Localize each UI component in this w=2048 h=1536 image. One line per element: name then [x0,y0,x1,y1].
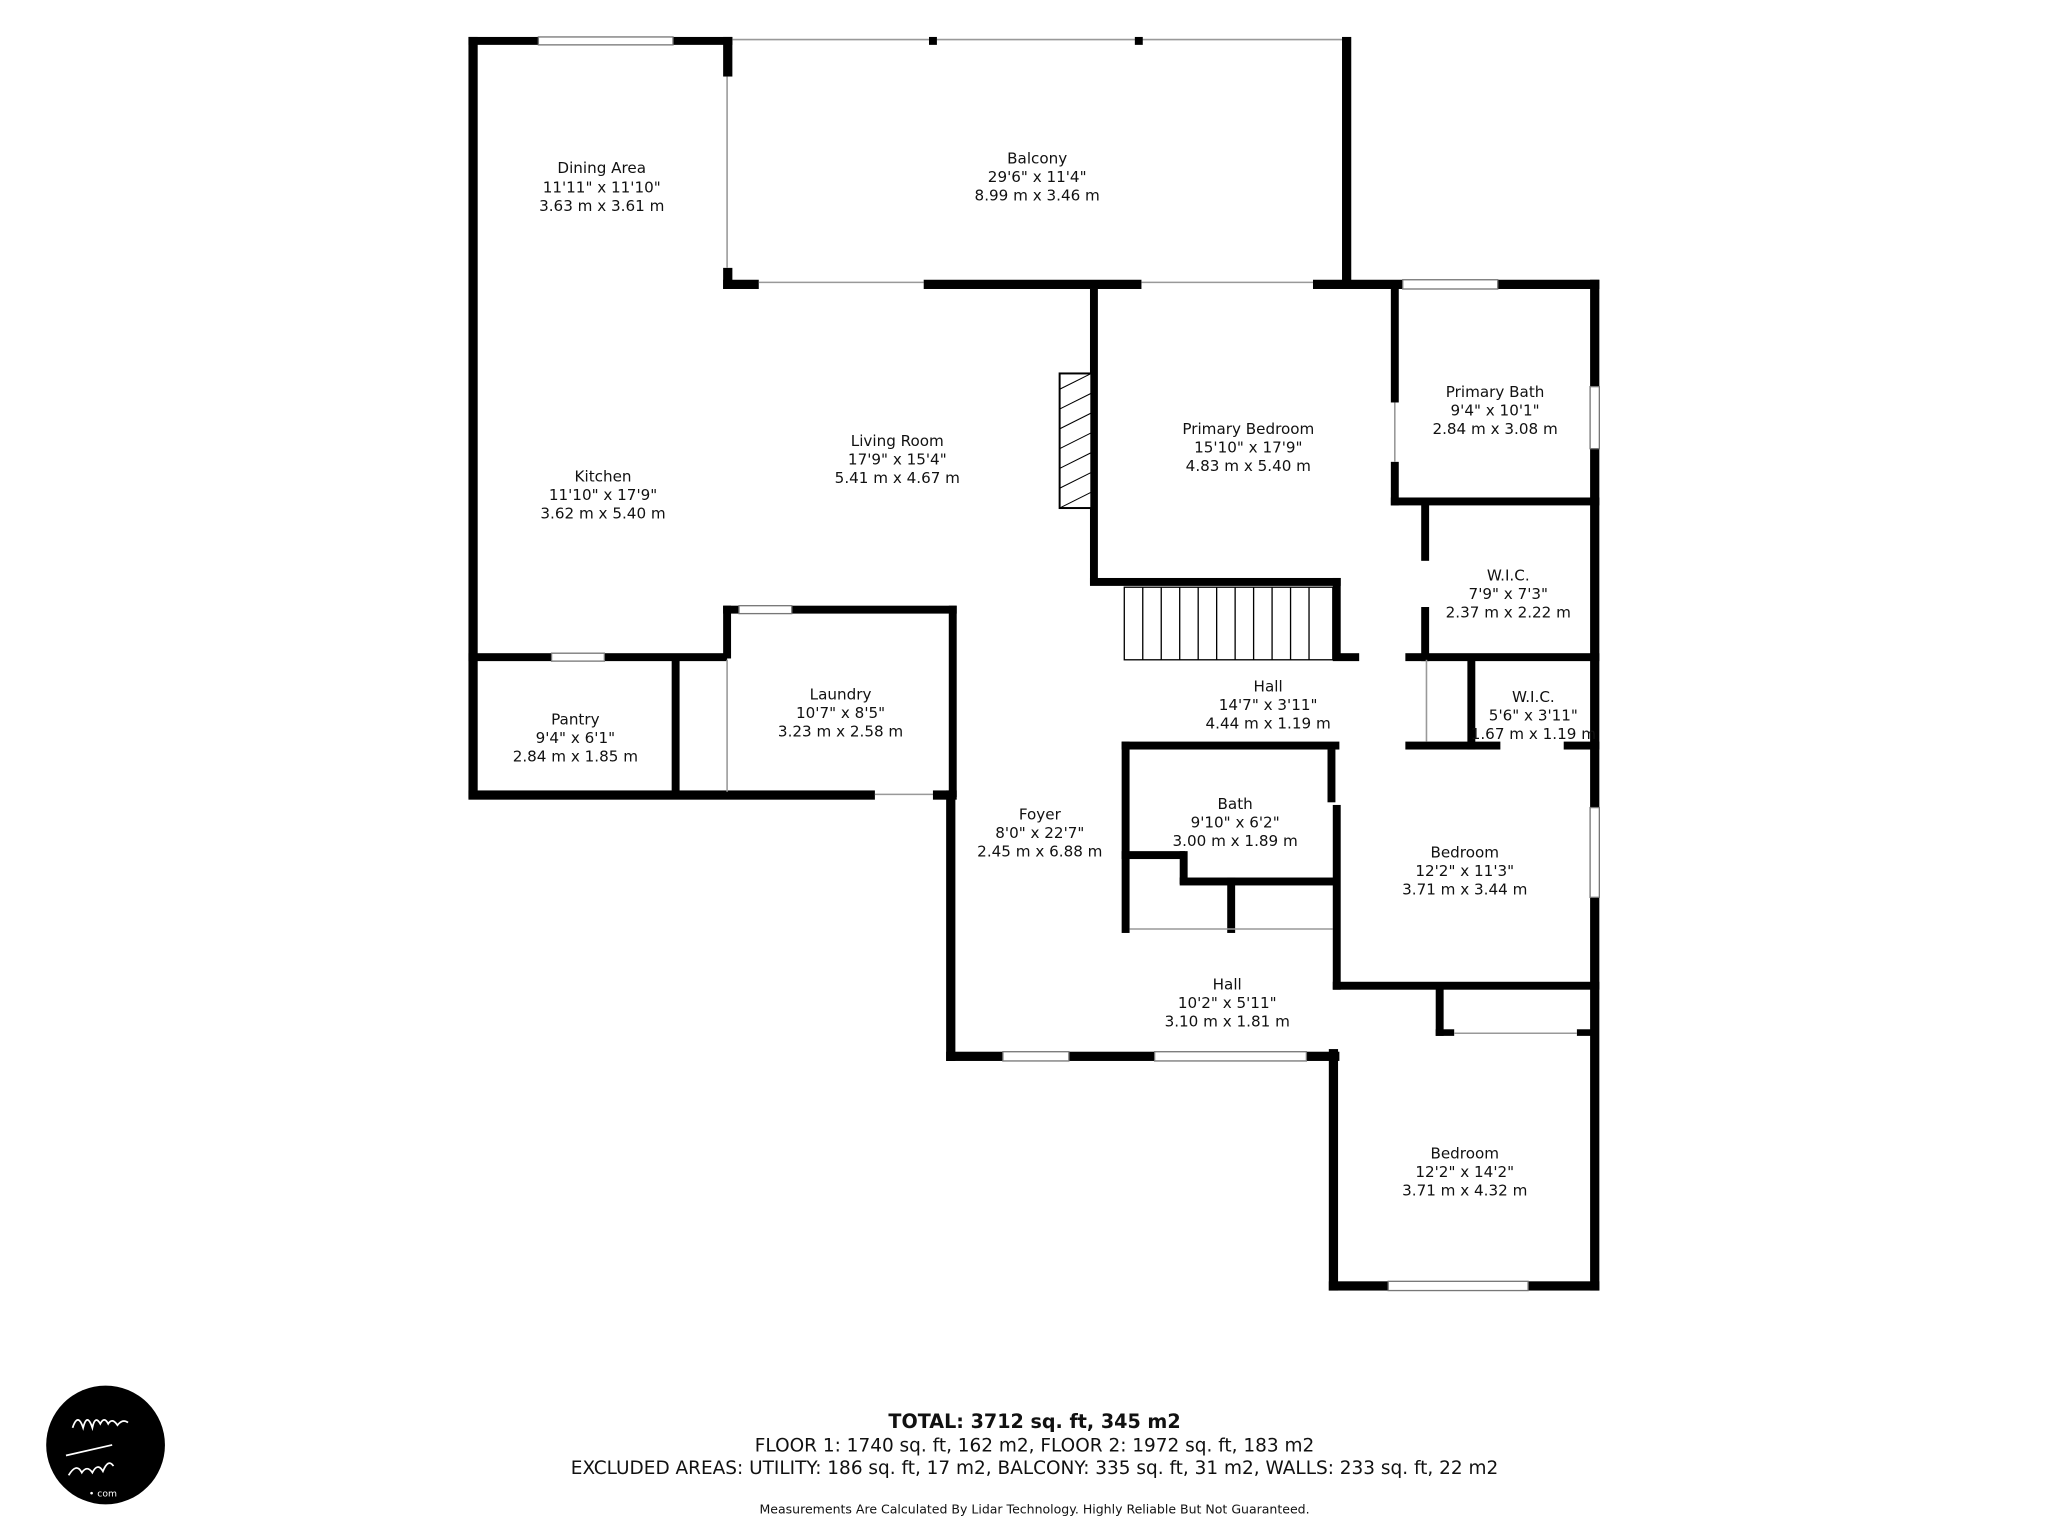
room-dim-m: 3.10 m x 1.81 m [1165,1013,1290,1031]
room-dim-ft: 10'2" x 5'11" [1178,994,1277,1012]
room-bedroom-1: Bedroom 12'2" x 11'3" 3.71 m x 3.44 m [1402,844,1527,899]
room-dim-ft: 9'4" x 6'1" [536,729,615,747]
room-dim-m: 1.67 m x 1.19 m [1471,725,1596,743]
room-labels: Dining Area 11'11" x 11'10" 3.63 m x 3.6… [513,150,1596,1200]
room-dim-ft: 8'0" x 22'7" [995,824,1084,842]
area-summary: TOTAL: 3712 sq. ft, 345 m2 FLOOR 1: 1740… [571,1410,1499,1517]
room-name: Laundry [810,685,872,703]
room-wic-1: W.I.C. 7'9" x 7'3" 2.37 m x 2.22 m [1446,567,1571,622]
room-dim-m: 3.23 m x 2.58 m [778,722,903,740]
room-dim-m: 3.00 m x 1.89 m [1173,832,1298,850]
room-name: Pantry [551,710,600,728]
room-name: Bedroom [1430,1145,1499,1163]
walls [468,36,1600,1292]
room-dim-m: 3.63 m x 3.61 m [539,197,664,215]
room-dim-m: 3.71 m x 3.44 m [1402,881,1527,899]
room-laundry: Laundry 10'7" x 8'5" 3.23 m x 2.58 m [778,685,903,740]
total-area: TOTAL: 3712 sq. ft, 345 m2 [888,1410,1180,1433]
room-dim-ft: 15'10" x 17'9" [1194,439,1302,457]
room-dim-ft: 7'9" x 7'3" [1469,585,1548,603]
room-name: Kitchen [575,468,632,486]
room-name: Living Room [851,432,944,450]
room-name: Balcony [1007,150,1067,168]
room-hall-lower: Hall 10'2" x 5'11" 3.10 m x 1.81 m [1165,976,1290,1031]
room-dim-ft: 29'6" x 11'4" [988,168,1087,186]
room-dim-ft: 5'6" x 3'11" [1489,706,1578,724]
room-foyer: Foyer 8'0" x 22'7" 2.45 m x 6.88 m [977,805,1102,860]
room-dim-ft: 11'10" x 17'9" [549,486,657,504]
room-pantry: Pantry 9'4" x 6'1" 2.84 m x 1.85 m [513,710,638,765]
room-dim-ft: 9'4" x 10'1" [1451,402,1540,420]
room-balcony: Balcony 29'6" x 11'4" 8.99 m x 3.46 m [975,150,1100,205]
room-dim-ft: 9'10" x 6'2" [1191,813,1280,831]
room-name: Bedroom [1430,844,1499,862]
room-dim-ft: 11'11" x 11'10" [543,179,661,197]
disclaimer: Measurements Are Calculated By Lidar Tec… [759,1502,1309,1517]
room-bath: Bath 9'10" x 6'2" 3.00 m x 1.89 m [1173,795,1298,850]
room-bedroom-2: Bedroom 12'2" x 14'2" 3.71 m x 4.32 m [1402,1145,1527,1200]
room-wic-2: W.I.C. 5'6" x 3'11" 1.67 m x 1.19 m [1471,688,1596,743]
room-dim-ft: 10'7" x 8'5" [796,704,885,722]
room-dim-m: 2.45 m x 6.88 m [977,842,1102,860]
room-dining-area: Dining Area 11'11" x 11'10" 3.63 m x 3.6… [539,159,664,215]
room-dim-m: 8.99 m x 3.46 m [975,187,1100,205]
room-dim-ft: 12'2" x 14'2" [1415,1163,1514,1181]
room-dim-m: 3.71 m x 4.32 m [1402,1182,1527,1200]
room-primary-bath: Primary Bath 9'4" x 10'1" 2.84 m x 3.08 … [1432,383,1557,438]
logo: • com [46,1385,165,1505]
excluded-areas: EXCLUDED AREAS: UTILITY: 186 sq. ft, 17 … [571,1458,1499,1479]
staircase [1123,586,1334,661]
room-name: Hall [1254,677,1283,695]
floor-areas: FLOOR 1: 1740 sq. ft, 162 m2, FLOOR 2: 1… [755,1436,1314,1457]
room-name: Primary Bath [1446,383,1545,401]
room-name: W.I.C. [1512,688,1555,706]
room-name: Dining Area [557,159,646,177]
room-dim-m: 4.44 m x 1.19 m [1205,714,1330,732]
room-living-room: Living Room 17'9" x 15'4" 5.41 m x 4.67 … [835,432,960,487]
room-dim-ft: 17'9" x 15'4" [848,450,947,468]
room-dim-ft: 12'2" x 11'3" [1415,862,1514,880]
room-dim-m: 2.84 m x 3.08 m [1432,420,1557,438]
room-dim-m: 2.84 m x 1.85 m [513,747,638,765]
room-hall-upper: Hall 14'7" x 3'11" 4.44 m x 1.19 m [1205,677,1330,732]
room-kitchen: Kitchen 11'10" x 17'9" 3.62 m x 5.40 m [540,468,665,523]
room-dim-m: 5.41 m x 4.67 m [835,469,960,487]
room-name: Foyer [1019,805,1062,823]
room-dim-ft: 14'7" x 3'11" [1219,696,1318,714]
room-name: Primary Bedroom [1182,420,1314,438]
room-name: Hall [1213,976,1242,994]
room-name: Bath [1218,795,1253,813]
room-name: W.I.C. [1487,567,1530,585]
svg-text:• com: • com [89,1488,117,1499]
room-dim-m: 2.37 m x 2.22 m [1446,604,1571,622]
room-dim-m: 4.83 m x 5.40 m [1186,457,1311,475]
room-primary-bedroom: Primary Bedroom 15'10" x 17'9" 4.83 m x … [1182,420,1314,475]
room-dim-m: 3.62 m x 5.40 m [540,505,665,523]
